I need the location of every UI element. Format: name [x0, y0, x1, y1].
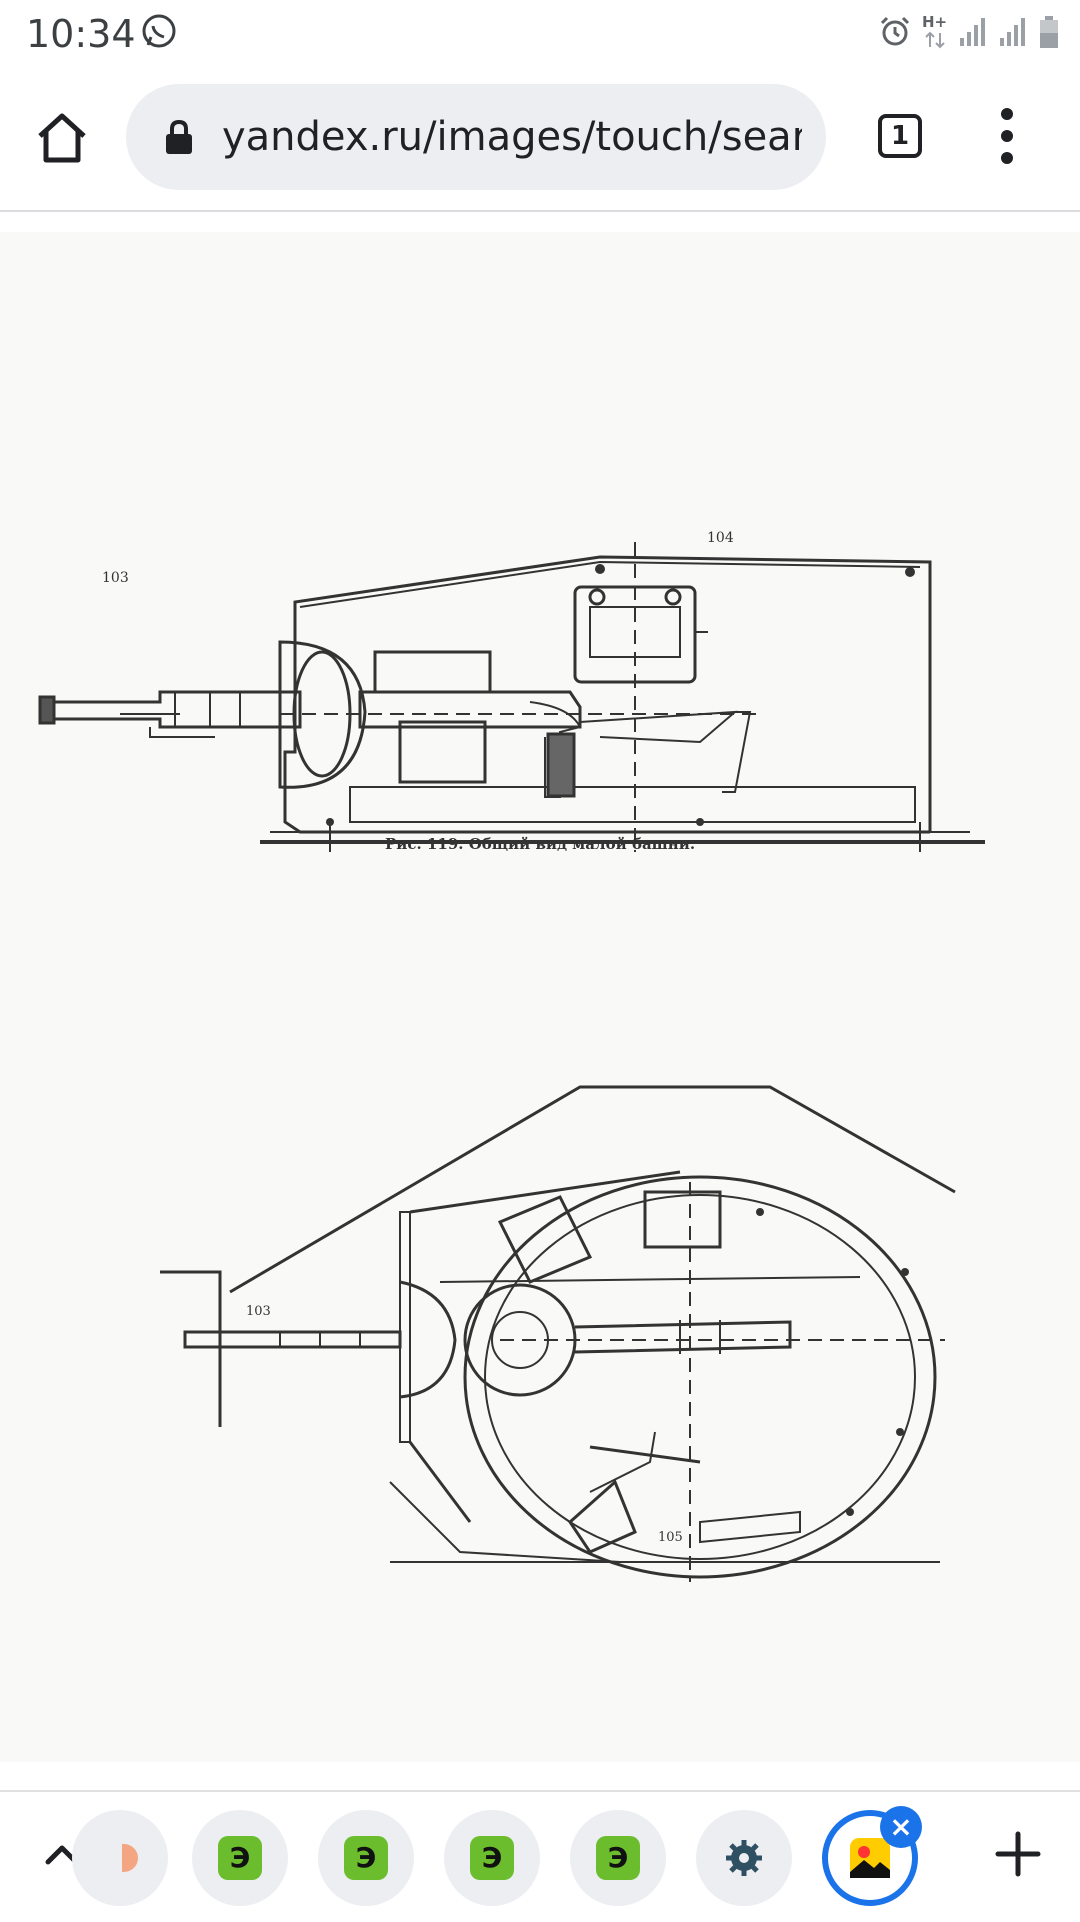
callout-103-side: 103	[102, 570, 129, 586]
tab-chip[interactable]	[696, 1810, 792, 1906]
yandex-zen-icon: Э	[344, 1836, 388, 1880]
callout-105: 105	[658, 1530, 683, 1545]
status-icons: H+	[878, 12, 1060, 52]
chevron-up-icon[interactable]	[40, 1832, 84, 1876]
bottom-tab-bar: Э Э Э Э ×	[0, 1790, 1080, 1922]
status-time: 10:34	[26, 12, 136, 56]
browser-toolbar: yandex.ru/images/touch/search 1	[0, 64, 1080, 210]
tab-strip: Э Э Э Э	[72, 1792, 960, 1922]
status-bar: 10:34 H+	[0, 0, 1080, 64]
tab-chip[interactable]: Э	[570, 1810, 666, 1906]
data-arrows-icon: H+	[922, 13, 948, 51]
figure-caption: Рис. 119. Общий вид малой башни.	[385, 835, 696, 853]
tab-chip[interactable]	[72, 1810, 168, 1906]
home-icon[interactable]	[34, 110, 90, 166]
whatsapp-icon	[142, 14, 176, 48]
address-bar[interactable]: yandex.ru/images/touch/search	[126, 84, 826, 190]
alarm-icon	[880, 16, 910, 46]
turret-drawing	[38, 542, 985, 1582]
settings-gear-icon	[726, 1840, 762, 1876]
signal-icon	[1000, 18, 1025, 46]
yandex-zen-icon: Э	[596, 1836, 640, 1880]
tab-switcher-button[interactable]: 1	[878, 114, 922, 158]
tab-chip[interactable]: Э	[318, 1810, 414, 1906]
toolbar-divider	[0, 210, 1080, 212]
more-vert-icon[interactable]	[990, 108, 1024, 164]
network-type-label: H+	[922, 13, 948, 31]
page-content: 103 104 Рис. 119. Общий вид малой башни.…	[0, 212, 1080, 1772]
tab-chip[interactable]: Э	[192, 1810, 288, 1906]
lock-icon[interactable]	[164, 119, 194, 155]
close-tab-button[interactable]: ×	[880, 1806, 922, 1848]
callout-104: 104	[707, 530, 734, 546]
new-tab-icon[interactable]	[994, 1830, 1042, 1878]
partial-icon	[122, 1844, 138, 1872]
tab-chip[interactable]: Э	[444, 1810, 540, 1906]
yandex-zen-icon: Э	[470, 1836, 514, 1880]
callout-103-plan: 103	[246, 1304, 271, 1319]
url-text[interactable]: yandex.ru/images/touch/search	[222, 114, 802, 160]
scanned-drawing-image: 103 104 Рис. 119. Общий вид малой башни.…	[0, 232, 1080, 1762]
battery-icon	[1040, 16, 1058, 48]
yandex-images-icon	[850, 1838, 890, 1878]
signal-icon	[960, 18, 985, 46]
yandex-zen-icon: Э	[218, 1836, 262, 1880]
